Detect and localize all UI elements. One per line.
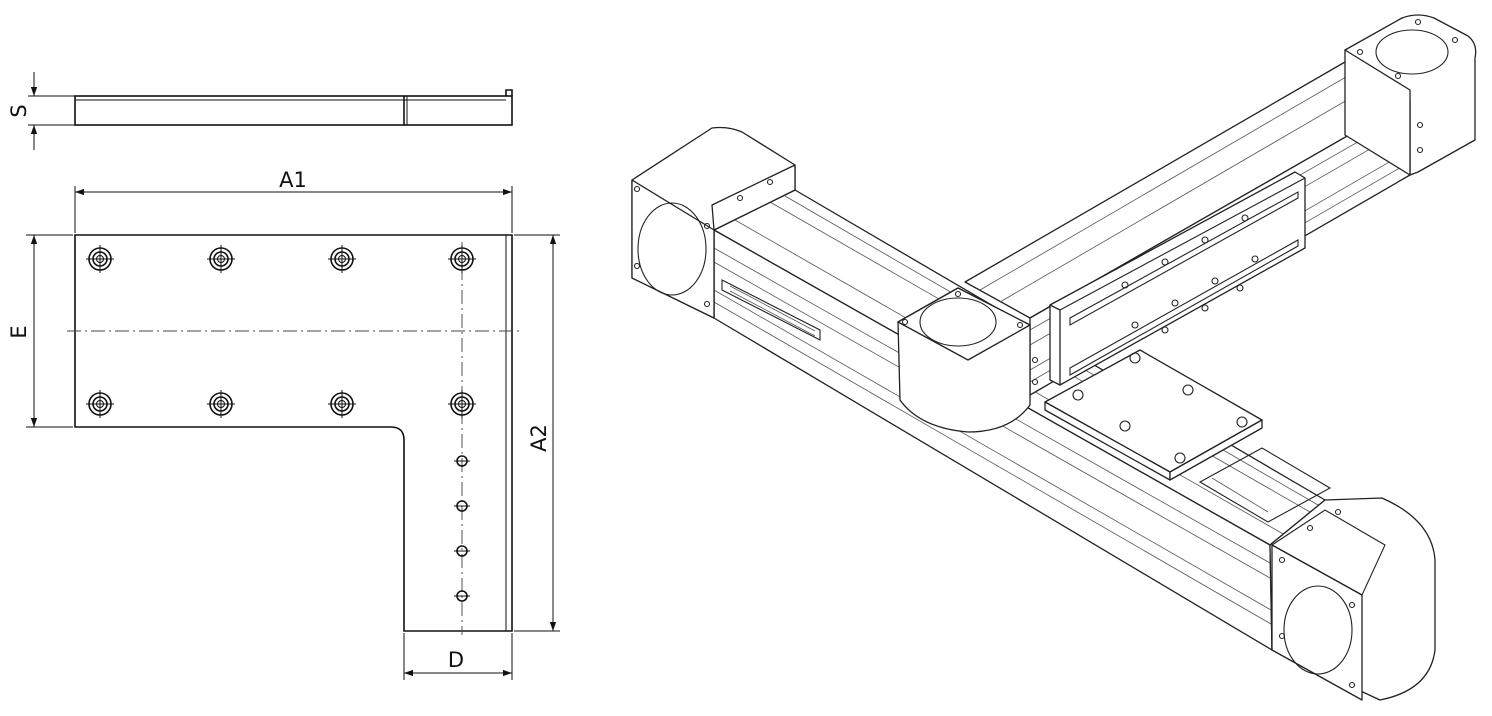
gantry-isometric-view [631, 14, 1477, 701]
center-carriage-housing [897, 287, 1039, 433]
small-hole [454, 590, 470, 602]
dimension-s-label: S [7, 104, 31, 117]
dimension-a1-label: A1 [279, 168, 307, 192]
dimension-s: S [7, 72, 75, 150]
plate-top-view [67, 234, 520, 635]
hole [448, 245, 476, 273]
dimension-a1: A1 [74, 168, 513, 233]
counterbored-holes [86, 245, 476, 418]
lower-carriage-plate [1044, 349, 1332, 523]
small-hole [454, 500, 470, 512]
hole [86, 245, 114, 273]
hole [328, 245, 356, 273]
hole [207, 390, 235, 418]
through-holes [454, 455, 470, 602]
hole [207, 245, 235, 273]
small-hole [454, 545, 470, 557]
hole [448, 390, 476, 418]
dimension-d: D [403, 633, 513, 680]
dimension-d-label: D [448, 648, 464, 672]
dimension-a2: A2 [514, 234, 560, 632]
top-right-end-housing [1344, 14, 1477, 176]
hole [86, 390, 114, 418]
small-hole [454, 455, 470, 467]
plate-side-view [74, 89, 513, 126]
left-end-housing [631, 126, 796, 319]
upper-carriage-plate [1049, 171, 1306, 386]
dimension-e-label: E [7, 325, 31, 338]
upper-linear-axis [964, 61, 1411, 396]
hole [328, 390, 356, 418]
dimension-e: E [7, 234, 73, 428]
dimension-a2-label: A2 [527, 424, 551, 452]
bottom-right-end-housing [1269, 497, 1436, 701]
